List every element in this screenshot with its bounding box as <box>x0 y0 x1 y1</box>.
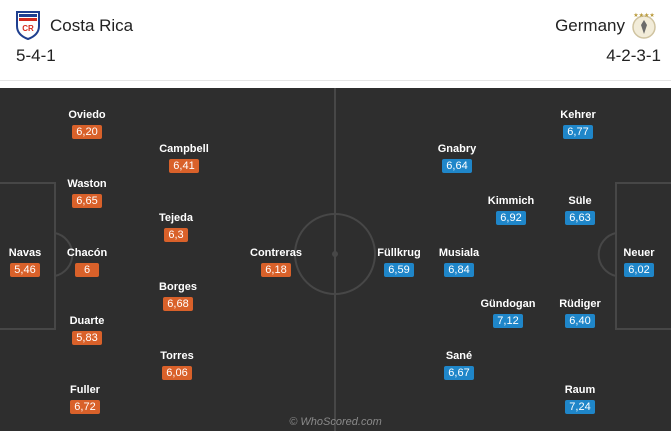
player-name: Kehrer <box>560 109 596 121</box>
player-rating-badge: 6,59 <box>384 263 414 277</box>
player-rating-badge: 6,41 <box>169 159 199 173</box>
player-name: Borges <box>159 281 197 293</box>
player-name: Süle <box>568 195 592 207</box>
player-card[interactable]: Rüdiger 6,40 <box>535 298 625 329</box>
player-rating-badge: 6,40 <box>565 314 595 328</box>
player-name: Duarte <box>69 315 105 327</box>
player-card[interactable]: Oviedo 6,20 <box>42 109 132 140</box>
home-formation: 5-4-1 <box>16 46 56 65</box>
player-rating-badge: 7,24 <box>565 400 595 414</box>
player-name: Campbell <box>159 143 209 155</box>
player-rating-badge: 6,92 <box>496 211 526 225</box>
player-name: Torres <box>160 350 194 362</box>
match-header: CR Costa Rica 5-4-1 ★★★★ Germany 4-2-3-1 <box>0 0 671 80</box>
player-rating-badge: 6,06 <box>162 366 192 380</box>
player-rating-badge: 6,84 <box>444 263 474 277</box>
player-name: Raum <box>564 384 596 396</box>
player-card[interactable]: Torres 6,06 <box>132 350 222 381</box>
player-name: Fuller <box>70 384 100 396</box>
player-name: Gnabry <box>437 143 477 155</box>
player-rating-badge: 5,83 <box>72 331 102 345</box>
player-name: Navas <box>8 247 42 259</box>
player-rating-badge: 6,20 <box>72 125 102 139</box>
player-name: Füllkrug <box>377 247 421 259</box>
svg-text:★★★★: ★★★★ <box>633 12 655 19</box>
player-rating-badge: 7,12 <box>493 314 523 328</box>
player-card[interactable]: Tejeda 6,3 <box>131 212 221 243</box>
player-card[interactable]: Kimmich 6,92 <box>466 195 556 226</box>
home-team-name[interactable]: Costa Rica <box>50 16 134 35</box>
player-name: Neuer <box>623 247 655 259</box>
player-rating-badge: 6,02 <box>624 263 654 277</box>
player-name: Rüdiger <box>559 298 601 310</box>
player-rating-badge: 6,68 <box>163 297 193 311</box>
player-name: Sané <box>445 350 473 362</box>
player-card[interactable]: Fuller 6,72 <box>40 384 130 415</box>
player-rating-badge: 6,72 <box>70 400 100 414</box>
player-name: Oviedo <box>68 109 106 121</box>
player-card[interactable]: Chacón 6 <box>42 247 132 278</box>
player-card[interactable]: Campbell 6,41 <box>139 143 229 174</box>
player-card[interactable]: Waston 6,65 <box>42 178 132 209</box>
player-name: Chacón <box>66 247 108 259</box>
player-card[interactable]: Süle 6,63 <box>535 195 625 226</box>
pitch: Navas 5,46 Oviedo 6,20 Waston 6,65 Chacó… <box>0 88 671 431</box>
player-rating-badge: 6,67 <box>444 366 474 380</box>
costa-rica-crest-icon: CR <box>16 11 40 40</box>
pitch-markings <box>0 88 671 431</box>
player-name: Musiala <box>438 247 480 259</box>
player-card[interactable]: Gnabry 6,64 <box>412 143 502 174</box>
player-name: Gündogan <box>480 298 536 310</box>
player-rating-badge: 6 <box>75 263 99 277</box>
player-name: Waston <box>67 178 107 190</box>
player-card[interactable]: Sané 6,67 <box>414 350 504 381</box>
player-card[interactable]: Gündogan 7,12 <box>463 298 553 329</box>
svg-text:CR: CR <box>22 24 34 33</box>
germany-crest-icon: ★★★★ <box>632 12 656 39</box>
player-name: Tejeda <box>158 212 194 224</box>
player-card[interactable]: Kehrer 6,77 <box>533 109 623 140</box>
player-rating-badge: 6,77 <box>563 125 593 139</box>
player-card[interactable]: Duarte 5,83 <box>42 315 132 346</box>
player-card[interactable]: Neuer 6,02 <box>594 247 671 278</box>
player-card[interactable]: Navas 5,46 <box>0 247 70 278</box>
player-name: Contreras <box>250 247 302 259</box>
player-card[interactable]: Füllkrug 6,59 <box>354 247 444 278</box>
player-rating-badge: 6,64 <box>442 159 472 173</box>
player-card[interactable]: Contreras 6,18 <box>231 247 321 278</box>
player-rating-badge: 6,3 <box>164 228 188 242</box>
watermark: © WhoScored.com <box>289 416 382 428</box>
player-rating-badge: 5,46 <box>10 263 40 277</box>
player-name: Kimmich <box>487 195 535 207</box>
away-formation: 4-2-3-1 <box>606 46 661 65</box>
player-rating-badge: 6,63 <box>565 211 595 225</box>
player-rating-badge: 6,18 <box>261 263 291 277</box>
player-rating-badge: 6,65 <box>72 194 102 208</box>
player-card[interactable]: Raum 7,24 <box>535 384 625 415</box>
player-card[interactable]: Borges 6,68 <box>133 281 223 312</box>
away-team-name[interactable]: Germany <box>555 16 625 35</box>
header-divider <box>0 80 671 81</box>
player-card[interactable]: Musiala 6,84 <box>414 247 504 278</box>
